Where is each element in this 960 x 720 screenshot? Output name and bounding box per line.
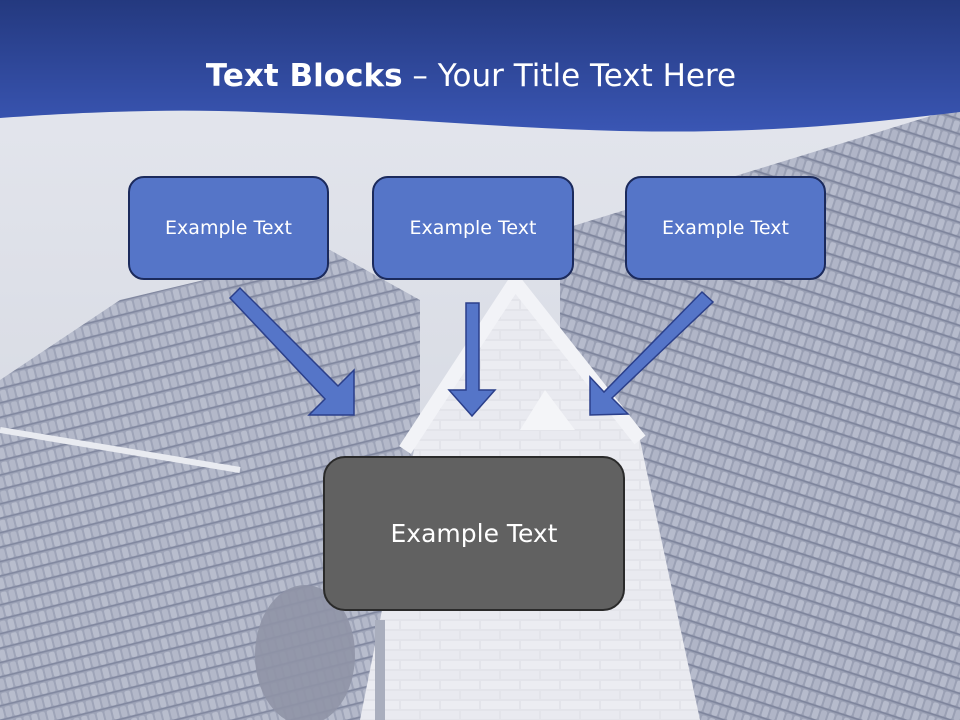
text-block-center-label: Example Text bbox=[409, 217, 537, 239]
text-block-center[interactable]: Example Text bbox=[372, 176, 574, 280]
slide-title: Text Blocks – Your Title Text Here bbox=[0, 56, 942, 96]
text-block-left-label: Example Text bbox=[165, 217, 292, 239]
text-block-left[interactable]: Example Text bbox=[128, 176, 329, 280]
title-dash: – bbox=[402, 58, 438, 94]
title-bold-part: Text Blocks bbox=[205, 58, 403, 94]
text-block-bottom-label: Example Text bbox=[390, 519, 558, 548]
text-block-right-label: Example Text bbox=[662, 217, 789, 239]
text-block-bottom[interactable]: Example Text bbox=[323, 456, 625, 611]
title-rest-part: Your Title Text Here bbox=[437, 58, 737, 94]
text-block-right[interactable]: Example Text bbox=[625, 176, 826, 280]
